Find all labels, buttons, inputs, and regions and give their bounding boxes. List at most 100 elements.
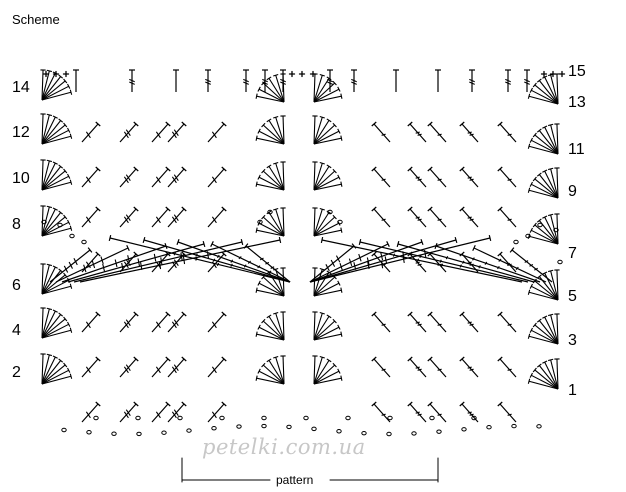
treble-crochet (434, 242, 541, 283)
treble-crochet (142, 236, 291, 283)
chain-stitch (111, 431, 117, 436)
double-crochet (167, 121, 187, 143)
chain-stitch (236, 424, 242, 429)
treble-crochet (205, 69, 211, 92)
double-crochet (407, 121, 427, 143)
chain-stitch (135, 415, 141, 421)
treble-crochet (472, 245, 547, 283)
double-crochet (167, 356, 187, 378)
treble-crochet (49, 247, 93, 283)
double-crochet (497, 311, 517, 333)
scheme-title: Scheme (12, 12, 60, 27)
chain-stitch (86, 430, 92, 435)
double-crochet (151, 401, 171, 423)
row-number-4: 4 (12, 322, 21, 339)
chain-stitch (511, 423, 517, 429)
double-crochet (207, 401, 227, 423)
double-crochet (167, 166, 187, 188)
double-crochet (151, 206, 171, 228)
row-number-3: 3 (568, 332, 577, 349)
double-crochet (407, 356, 427, 378)
treble-crochet (393, 69, 399, 92)
row-number-5: 5 (568, 288, 577, 305)
double-crochet (207, 356, 227, 378)
treble-crochet (505, 69, 511, 92)
chain-stitch (81, 239, 87, 245)
fan-shell (40, 307, 73, 339)
treble-crochet (469, 69, 475, 92)
fan-shell (40, 113, 73, 145)
fan-shell (312, 355, 343, 385)
treble-crochet (320, 236, 523, 283)
fan-shell (527, 269, 560, 301)
chain-stitch (557, 259, 563, 265)
double-crochet (119, 311, 139, 333)
treble-crochet (173, 69, 179, 92)
treble-crochet (108, 234, 291, 283)
double-crochet (119, 356, 139, 378)
treble-crochet (309, 234, 492, 283)
chain-stitch (303, 415, 309, 421)
double-crochet (371, 401, 391, 423)
double-crochet (427, 206, 447, 228)
row-number-8: 8 (12, 216, 21, 233)
chain-stitch (61, 427, 67, 433)
chain-stitch (486, 425, 492, 430)
double-crochet (81, 356, 101, 378)
chain-stitch (461, 427, 467, 432)
chain-stitch (387, 415, 393, 421)
fan-shell (527, 358, 560, 390)
chain-stitch (386, 431, 392, 437)
chain-stitch (337, 219, 343, 225)
chain-stitch (436, 429, 442, 434)
chain-stitch (41, 219, 47, 225)
fan-shell (312, 115, 343, 145)
double-crochet (427, 401, 447, 423)
row-number-15: 15 (568, 63, 586, 80)
double-crochet (119, 121, 139, 143)
treble-crochet (79, 236, 282, 283)
treble-crochet (351, 69, 357, 92)
double-crochet (207, 121, 227, 143)
chain-stitch (513, 239, 519, 245)
fan-shell (40, 205, 73, 237)
chain-stitch (286, 424, 292, 430)
row-number-6: 6 (12, 277, 21, 294)
double-crochet (459, 356, 479, 378)
fan-shell (312, 161, 343, 191)
chain-stitch (553, 227, 559, 233)
treble-crochet (309, 243, 357, 283)
double-crochet (371, 356, 391, 378)
row-number-13: 13 (568, 94, 586, 111)
fan-shell (312, 207, 343, 237)
chain-stitch (257, 219, 263, 225)
double-crochet (497, 206, 517, 228)
double-crochet (167, 401, 187, 423)
chain-stitch (69, 233, 75, 239)
chain-stitch (525, 233, 531, 239)
chain-stitch (267, 209, 273, 215)
chain-stitch (429, 415, 435, 421)
double-crochet (81, 206, 101, 228)
double-crochet (459, 206, 479, 228)
double-crochet (459, 166, 479, 188)
treble-crochet (435, 69, 441, 92)
double-crochet (207, 206, 227, 228)
treble-crochet (309, 236, 458, 283)
fan-shell (40, 263, 73, 295)
double-crochet (497, 121, 517, 143)
double-crochet (497, 166, 517, 188)
chain-stitch (177, 415, 183, 421)
chain-stitch (536, 424, 542, 429)
double-crochet (119, 401, 139, 423)
treble-crochet (243, 69, 249, 92)
pattern-label: pattern (276, 473, 314, 487)
row-number-2: 2 (12, 364, 21, 381)
double-crochet (427, 166, 447, 188)
fan-shell (527, 313, 560, 345)
chain-stitch (136, 431, 142, 437)
treble-crochet (61, 242, 168, 283)
row-number-14: 14 (12, 79, 30, 96)
double-crochet (459, 311, 479, 333)
double-crochet (81, 166, 101, 188)
